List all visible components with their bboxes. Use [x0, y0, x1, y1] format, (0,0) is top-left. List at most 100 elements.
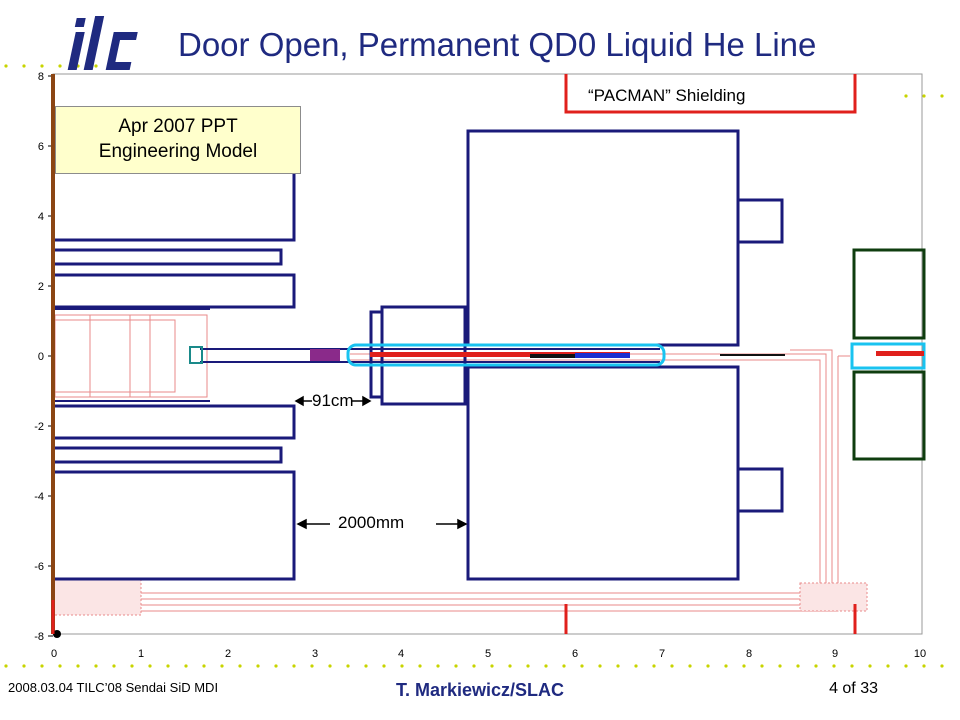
origin-marker — [53, 630, 61, 638]
x-tick: 3 — [312, 648, 318, 660]
dot — [184, 664, 188, 668]
dot — [22, 664, 26, 668]
dot — [544, 664, 548, 668]
inner-cyan-box — [189, 346, 203, 364]
x-tick: 4 — [398, 648, 404, 660]
y-tick: 0 — [38, 351, 44, 363]
dot — [616, 664, 620, 668]
dot — [40, 64, 44, 68]
dot — [22, 64, 26, 68]
dot — [922, 664, 926, 668]
dot — [292, 664, 296, 668]
dot — [4, 64, 8, 68]
dimension-91cm: 91cm — [312, 391, 354, 410]
helium-box-left — [52, 578, 142, 616]
x-tick-labels: 0 1 2 3 4 5 6 7 8 9 10 — [51, 648, 926, 660]
pacman-label: “PACMAN” Shielding — [588, 86, 746, 105]
dot — [220, 664, 224, 668]
helium-box-right — [799, 582, 868, 612]
dot — [256, 664, 260, 668]
dot — [112, 664, 116, 668]
inner-magnet — [310, 349, 340, 361]
model-line1: Apr 2007 PPT — [118, 116, 238, 137]
x-tick: 6 — [572, 648, 578, 660]
qd0-magnet-blue — [575, 353, 630, 358]
dot — [94, 664, 98, 668]
dot — [418, 664, 422, 668]
pacman-shielding — [564, 74, 857, 634]
x-tick: 2 — [225, 648, 231, 660]
dot — [166, 664, 170, 668]
dot — [76, 664, 80, 668]
dot — [400, 664, 404, 668]
x-tick: 1 — [138, 648, 144, 660]
dot — [706, 664, 710, 668]
dimension-2000mm: 2000mm — [338, 513, 405, 532]
dot — [796, 664, 800, 668]
dot — [778, 664, 782, 668]
x-tick: 0 — [51, 648, 57, 660]
dot — [922, 94, 926, 98]
dot — [850, 664, 854, 668]
ilc-logo — [67, 16, 138, 70]
y-tick: 6 — [38, 141, 44, 153]
x-tick: 9 — [832, 648, 838, 660]
inner-detector — [54, 314, 208, 398]
dot — [742, 664, 746, 668]
qd0-cryostat — [346, 343, 666, 367]
dot — [238, 664, 242, 668]
y-tick: 2 — [38, 281, 44, 293]
dot — [904, 94, 908, 98]
dot — [904, 664, 908, 668]
dot — [472, 664, 476, 668]
helium-line — [140, 349, 850, 612]
dot — [58, 64, 62, 68]
dot — [814, 664, 818, 668]
x-tick: 8 — [746, 648, 752, 660]
qd0-magnet-red — [370, 352, 630, 357]
dot — [4, 664, 8, 668]
y-tick: -2 — [34, 421, 44, 433]
dot — [562, 664, 566, 668]
dot — [724, 664, 728, 668]
dot — [346, 664, 350, 668]
slide-title: Door Open, Permanent QD0 Liquid He Line — [178, 26, 817, 63]
dimension-arrows — [294, 395, 468, 530]
dot — [382, 664, 386, 668]
model-line2: Engineering Model — [98, 141, 258, 162]
dot — [868, 664, 872, 668]
dot — [940, 94, 944, 98]
page-number: 4 of 33 — [829, 680, 878, 697]
y-tick: 4 — [38, 211, 44, 223]
dot — [634, 664, 638, 668]
dot — [436, 664, 440, 668]
dot — [130, 664, 134, 668]
y-tick: -6 — [34, 561, 44, 573]
downstream-magnet — [876, 351, 924, 356]
dot — [940, 664, 944, 668]
dot — [328, 664, 332, 668]
dot — [454, 664, 458, 668]
y-tick-labels: 8 6 4 2 0 -2 -4 -6 -8 — [34, 71, 44, 643]
dot — [760, 664, 764, 668]
engineering-model-label: Apr 2007 PPT Engineering Model — [55, 106, 301, 174]
dot — [490, 664, 494, 668]
dot — [202, 664, 206, 668]
dot — [58, 664, 62, 668]
dot — [364, 664, 368, 668]
footer-author: T. Markiewicz/SLAC — [395, 680, 565, 700]
x-tick: 7 — [659, 648, 665, 660]
dot — [652, 664, 656, 668]
downstream-element — [852, 248, 926, 461]
dot — [598, 664, 602, 668]
dot — [580, 664, 584, 668]
dot — [832, 664, 836, 668]
dot — [688, 664, 692, 668]
qd0-magnet-black — [530, 354, 580, 358]
y-tick: -4 — [34, 491, 44, 503]
dot — [526, 664, 530, 668]
dot — [508, 664, 512, 668]
dot — [94, 64, 98, 68]
y-tick: -8 — [34, 631, 44, 643]
